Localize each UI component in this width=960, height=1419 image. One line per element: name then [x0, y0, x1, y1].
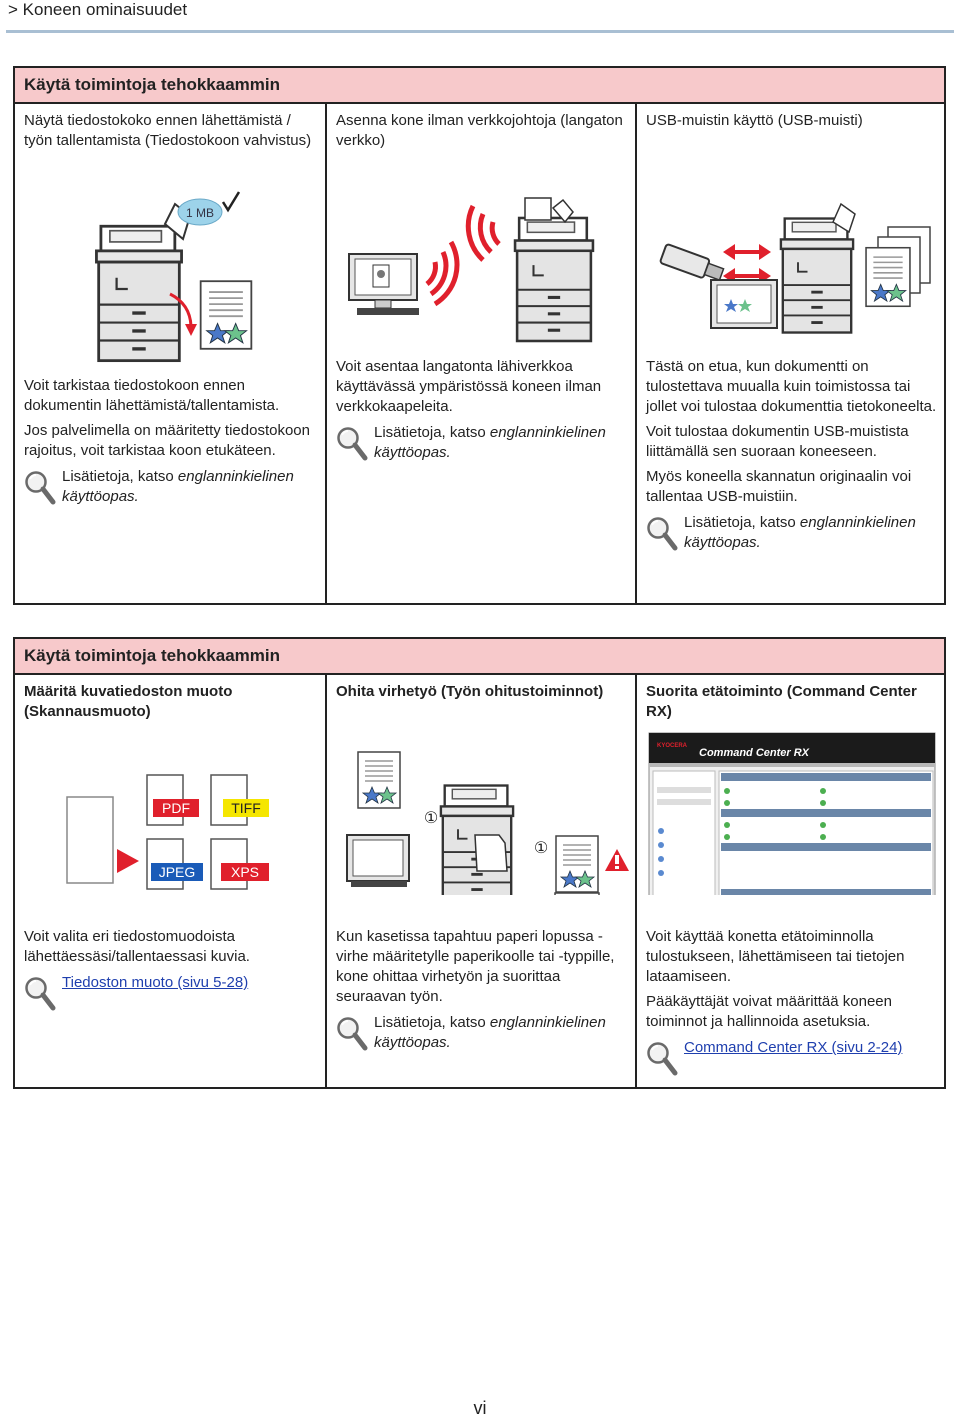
reference-prefix: Lisätietoja, katso [374, 1014, 490, 1031]
body-paragraph: Jos palvelimella on määritetty tiedostok… [24, 422, 310, 459]
body-paragraph: Pääkäyttäjät voivat määrittää koneen toi… [646, 993, 892, 1030]
size-badge: 1 MB [186, 206, 214, 220]
feature-body: Voit valita eri tiedostomuodoista lähett… [24, 927, 317, 1013]
body-paragraph: Voit asentaa langatonta lähiverkkoa käyt… [336, 358, 602, 415]
features-panel-1: Käytä toimintoja tehokkaammin Näytä tied… [13, 66, 946, 605]
step-marker: ① [424, 808, 438, 827]
format-label: TIFF [231, 800, 261, 816]
feature-title: Määritä kuvatiedoston muoto (Skannausmuo… [24, 683, 233, 720]
feature-body: Kun kasetissa tapahtuu paperi lopussa -v… [336, 927, 627, 1053]
reference-guide: englanninkielinen käyttöopas. [62, 468, 294, 505]
feature-command-center: Suorita etätoiminto (Command Center RX) … [635, 675, 945, 1087]
feature-body: Tästä on etua, kun dokumentti on tuloste… [646, 357, 937, 553]
job-skip-illustration: ① ② ① ② [346, 751, 629, 895]
feature-wireless-lan: Asenna kone ilman verkkojohtoja (langato… [325, 104, 635, 603]
feature-file-size-check: Näytä tiedostokoko ennen lähettämistä / … [15, 104, 325, 603]
step-marker: ② [534, 894, 548, 895]
magnifier-icon [336, 1016, 368, 1052]
brand-logo: KYOCERA [657, 743, 688, 749]
screen-title: Command Center RX [699, 747, 810, 759]
reference-note: Lisätietoja, katso englanninkielinen käy… [24, 467, 317, 507]
page-number: vi [473, 1398, 487, 1418]
reference-note: Lisätietoja, katso englanninkielinen käy… [336, 1013, 627, 1053]
feature-title: Suorita etätoiminto (Command Center RX) [646, 683, 917, 720]
panel-2-header: Käytä toimintoja tehokkaammin [15, 639, 944, 675]
feature-scan-format: Määritä kuvatiedoston muoto (Skannausmuo… [15, 675, 325, 1087]
body-paragraph: Voit valita eri tiedostomuodoista lähett… [24, 928, 250, 965]
feature-body: Voit tarkistaa tiedostokoon ennen dokume… [24, 376, 317, 507]
panel-1-header: Käytä toimintoja tehokkaammin [15, 68, 944, 104]
feature-job-skip: Ohita virhetyö (Työn ohitustoiminnot) ① … [325, 675, 635, 1087]
body-paragraph: Kun kasetissa tapahtuu paperi lopussa -v… [336, 928, 615, 1005]
magnifier-icon [24, 470, 56, 506]
reference-note: Lisätietoja, katso englanninkielinen käy… [336, 423, 627, 463]
feature-title: Ohita virhetyö (Työn ohitustoiminnot) [336, 683, 604, 700]
reference-prefix: Lisätietoja, katso [62, 468, 178, 485]
breadcrumb[interactable]: > Koneen ominaisuudet [8, 0, 188, 19]
magnifier-icon [646, 516, 678, 552]
reference-prefix: Lisätietoja, katso [684, 514, 800, 531]
feature-body: Voit asentaa langatonta lähiverkkoa käyt… [336, 357, 627, 463]
file-size-illustration: 1 MB [95, 191, 253, 363]
reference-note: Tiedoston muoto (sivu 5-28) [24, 973, 317, 1013]
magnifier-icon [24, 976, 56, 1012]
scan-format-illustration: PDF TIFF JPEG XPS [66, 774, 269, 890]
body-paragraph: Myös koneella skannatun originaalin voi … [646, 468, 912, 505]
command-center-link[interactable]: Command Center RX (sivu 2-24) [684, 1039, 903, 1056]
body-paragraph: Tästä on etua, kun dokumentti on tuloste… [646, 358, 937, 415]
body-paragraph: Voit tulostaa dokumentin USB-muistista l… [646, 423, 909, 460]
format-label: XPS [231, 864, 259, 880]
reference-guide: englanninkielinen käyttöopas. [374, 1014, 606, 1051]
step-marker: ① [534, 838, 548, 857]
command-center-screenshot: KYOCERA Command Center RX [648, 732, 936, 895]
reference-note: Lisätietoja, katso englanninkielinen käy… [646, 513, 937, 553]
wireless-illustration [348, 197, 595, 343]
format-label: JPEG [159, 864, 196, 880]
reference-guide: englanninkielinen käyttöopas. [374, 424, 606, 461]
magnifier-icon [336, 426, 368, 462]
features-panel-2: Käytä toimintoja tehokkaammin Määritä ku… [13, 637, 946, 1089]
format-label: PDF [162, 800, 190, 816]
file-format-link[interactable]: Tiedoston muoto (sivu 5-28) [62, 974, 249, 991]
header-rule [6, 30, 954, 33]
body-paragraph: Voit tarkistaa tiedostokoon ennen dokume… [24, 377, 280, 414]
reference-note: Command Center RX (sivu 2-24) [646, 1038, 937, 1078]
feature-title: USB-muistin käyttö (USB-muisti) [646, 112, 863, 129]
feature-title: Asenna kone ilman verkkojohtoja (langato… [336, 112, 623, 149]
body-paragraph: Voit käyttää konetta etätoiminnolla tulo… [646, 928, 905, 985]
reference-prefix: Lisätietoja, katso [374, 424, 490, 441]
feature-title: Näytä tiedostokoko ennen lähettämistä / … [24, 112, 312, 149]
feature-usb-memory: USB-muistin käyttö (USB-muisti) [635, 104, 945, 603]
magnifier-icon [646, 1041, 678, 1077]
reference-guide: englanninkielinen käyttöopas. [684, 514, 916, 551]
step-marker: ② [424, 894, 438, 895]
usb-illustration [659, 202, 931, 334]
feature-body: Voit käyttää konetta etätoiminnolla tulo… [646, 927, 937, 1078]
